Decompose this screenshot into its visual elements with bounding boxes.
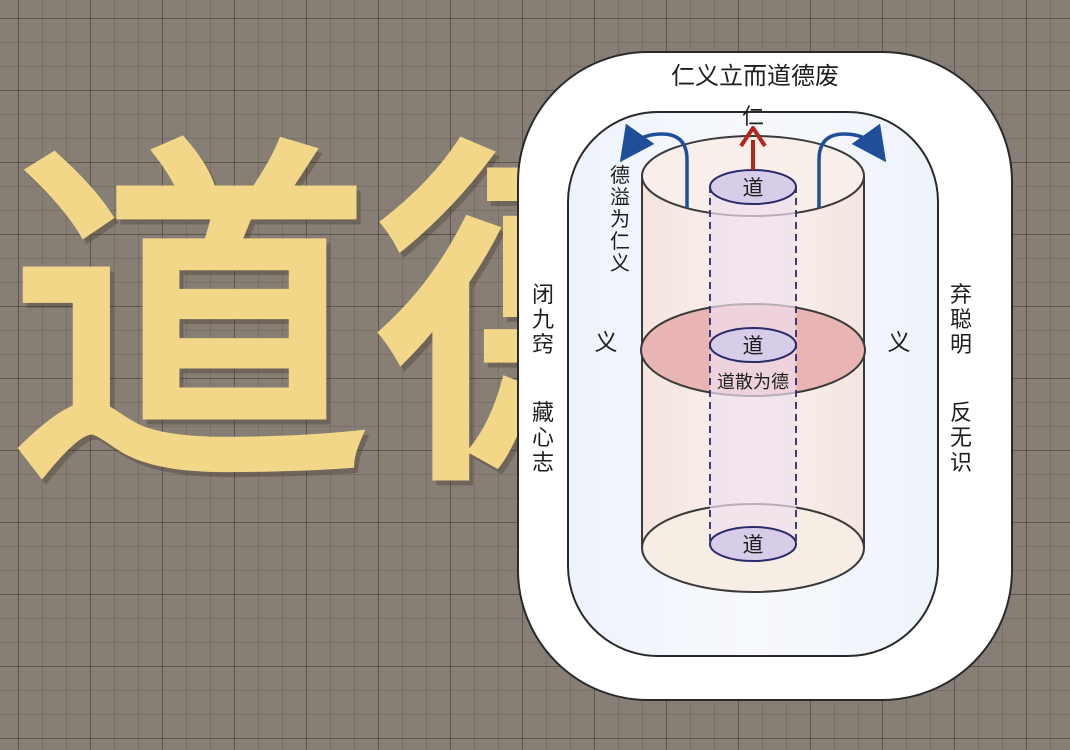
svg-text:无: 无: [950, 426, 972, 451]
svg-text:仁: 仁: [610, 229, 630, 253]
svg-text:义: 义: [610, 251, 630, 275]
yi-label-left: 义: [595, 330, 618, 356]
dao-ellipse-bottom: [709, 526, 797, 562]
svg-text:藏: 藏: [532, 401, 554, 426]
dao-label-top: 道: [743, 176, 764, 200]
svg-text:反: 反: [950, 401, 972, 426]
left-column-2: 藏 心 志: [532, 401, 554, 476]
dao-channel: [710, 186, 796, 546]
svg-text:溢: 溢: [610, 185, 630, 209]
background-title-char-dao: 道: [10, 108, 370, 531]
svg-text:九: 九: [532, 308, 554, 333]
disperse-label: 道散为德: [717, 372, 789, 393]
yi-label-right: 义: [888, 330, 911, 356]
svg-text:聪: 聪: [950, 308, 972, 333]
overflow-arrow-right: [817, 123, 887, 208]
svg-text:为: 为: [610, 207, 630, 231]
dao-label-bottom: 道: [743, 533, 764, 557]
svg-text:窍: 窍: [532, 333, 554, 358]
left-column-1: 闭 九 窍: [532, 283, 554, 358]
svg-text:心: 心: [532, 426, 554, 451]
svg-text:明: 明: [950, 333, 972, 358]
right-column-2: 反 无 识: [950, 401, 972, 476]
dao-label-middle: 道: [743, 334, 764, 358]
dao-ellipse-middle: [709, 327, 797, 363]
svg-text:德: 德: [610, 163, 630, 187]
svg-text:弃: 弃: [950, 283, 972, 308]
overflow-label: 德 溢 为 仁 义: [610, 163, 630, 275]
ren-label: 仁: [742, 105, 764, 130]
svg-text:识: 识: [950, 451, 972, 476]
svg-text:志: 志: [532, 451, 554, 476]
outer-label: 仁义立而道德废: [671, 62, 839, 90]
overflow-arrow-left: [619, 123, 689, 208]
right-column-1: 弃 聪 明: [950, 283, 972, 358]
svg-text:闭: 闭: [532, 283, 554, 308]
